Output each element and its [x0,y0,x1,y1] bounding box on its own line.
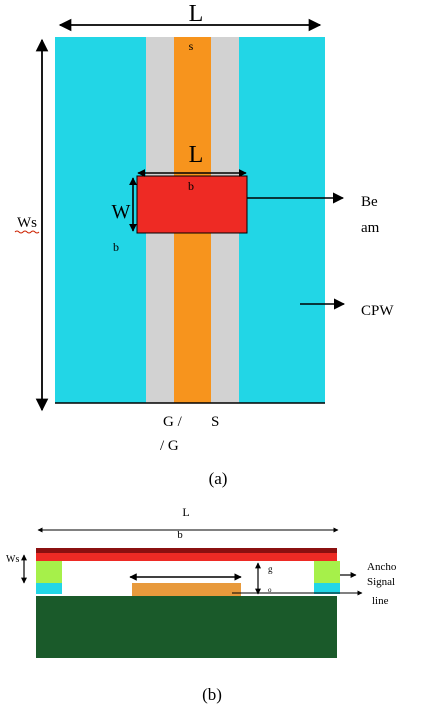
label-beam-2: am [361,220,380,236]
label-L-b: L [182,505,189,519]
anchor-right-cyan [314,583,340,594]
label-Ws-wavy-underline [14,230,40,234]
label-b-beam: b [188,179,194,193]
label-W: W [112,201,131,223]
beam-b [36,553,337,561]
label-L-beam: L [189,142,204,168]
caption-a: (a) [209,469,228,488]
label-gs-3: / G [160,438,179,454]
label-b-W: b [113,240,119,254]
label-beam-1: Be [361,194,378,210]
label-o: o [268,586,272,594]
label-b-b: b [177,529,183,541]
beam [136,175,248,234]
beam-top-dark [36,548,337,553]
label-ws-b: Ws [6,554,19,565]
substrate-b [36,596,337,658]
figure-b: L b Ws g o Ancho Signal line (b) [6,505,397,704]
figure-a: L s Ws L b W b Be am CPW G / S / G (a) [14,1,394,488]
anchor-left-green [36,561,62,583]
signal-line-b [132,583,241,596]
label-g: g [268,564,273,574]
label-anchor: Ancho [367,561,397,573]
label-gs-2: S [211,414,219,430]
label-signal: Signal [367,576,395,588]
label-s-sub: s [189,39,194,53]
caption-b: (b) [202,685,222,704]
anchor-left-cyan [36,583,62,594]
label-L-top: L [189,1,204,27]
label-gs-1: G / [163,414,183,430]
label-cpw: CPW [361,303,394,319]
label-Ws: Ws [17,215,37,231]
label-line: line [372,595,389,607]
anchor-right-green [314,561,340,583]
